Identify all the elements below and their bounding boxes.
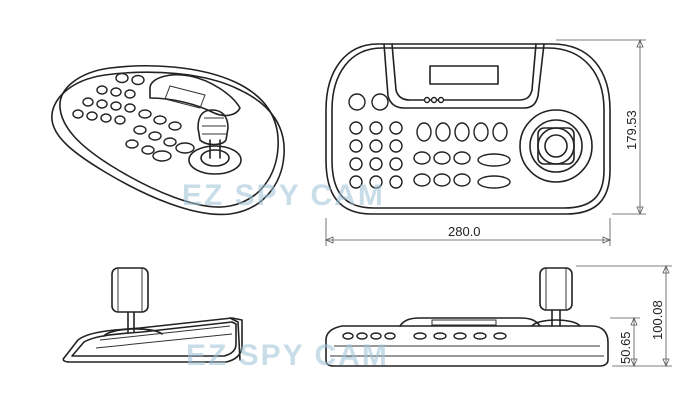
- iso-joystick: [188, 109, 242, 175]
- front-view: 100.08 50.65: [325, 264, 672, 368]
- front-keys: [342, 332, 507, 340]
- top-keys: [348, 93, 511, 189]
- isometric-view: [51, 65, 285, 216]
- top-joystick: [519, 109, 593, 183]
- iso-keys: [72, 72, 195, 162]
- dim-width: 280.0: [324, 218, 612, 246]
- lcd-screen: [429, 65, 499, 85]
- dim-depth-label: 179.53: [624, 110, 639, 150]
- dim-height-total-label: 100.08: [650, 300, 665, 340]
- top-view: 280.0 179.53: [324, 38, 646, 246]
- dim-width-label: 280.0: [448, 224, 481, 239]
- dim-depth: 179.53: [556, 38, 646, 216]
- watermark-top: EZ SPY CAM: [182, 179, 385, 212]
- dim-height-body: 50.65: [610, 316, 640, 368]
- side-view: [62, 267, 243, 363]
- dim-height-total: 100.08: [576, 264, 672, 368]
- dim-height-body-label: 50.65: [618, 331, 633, 364]
- watermark-bottom: EZ SPY CAM: [186, 339, 389, 372]
